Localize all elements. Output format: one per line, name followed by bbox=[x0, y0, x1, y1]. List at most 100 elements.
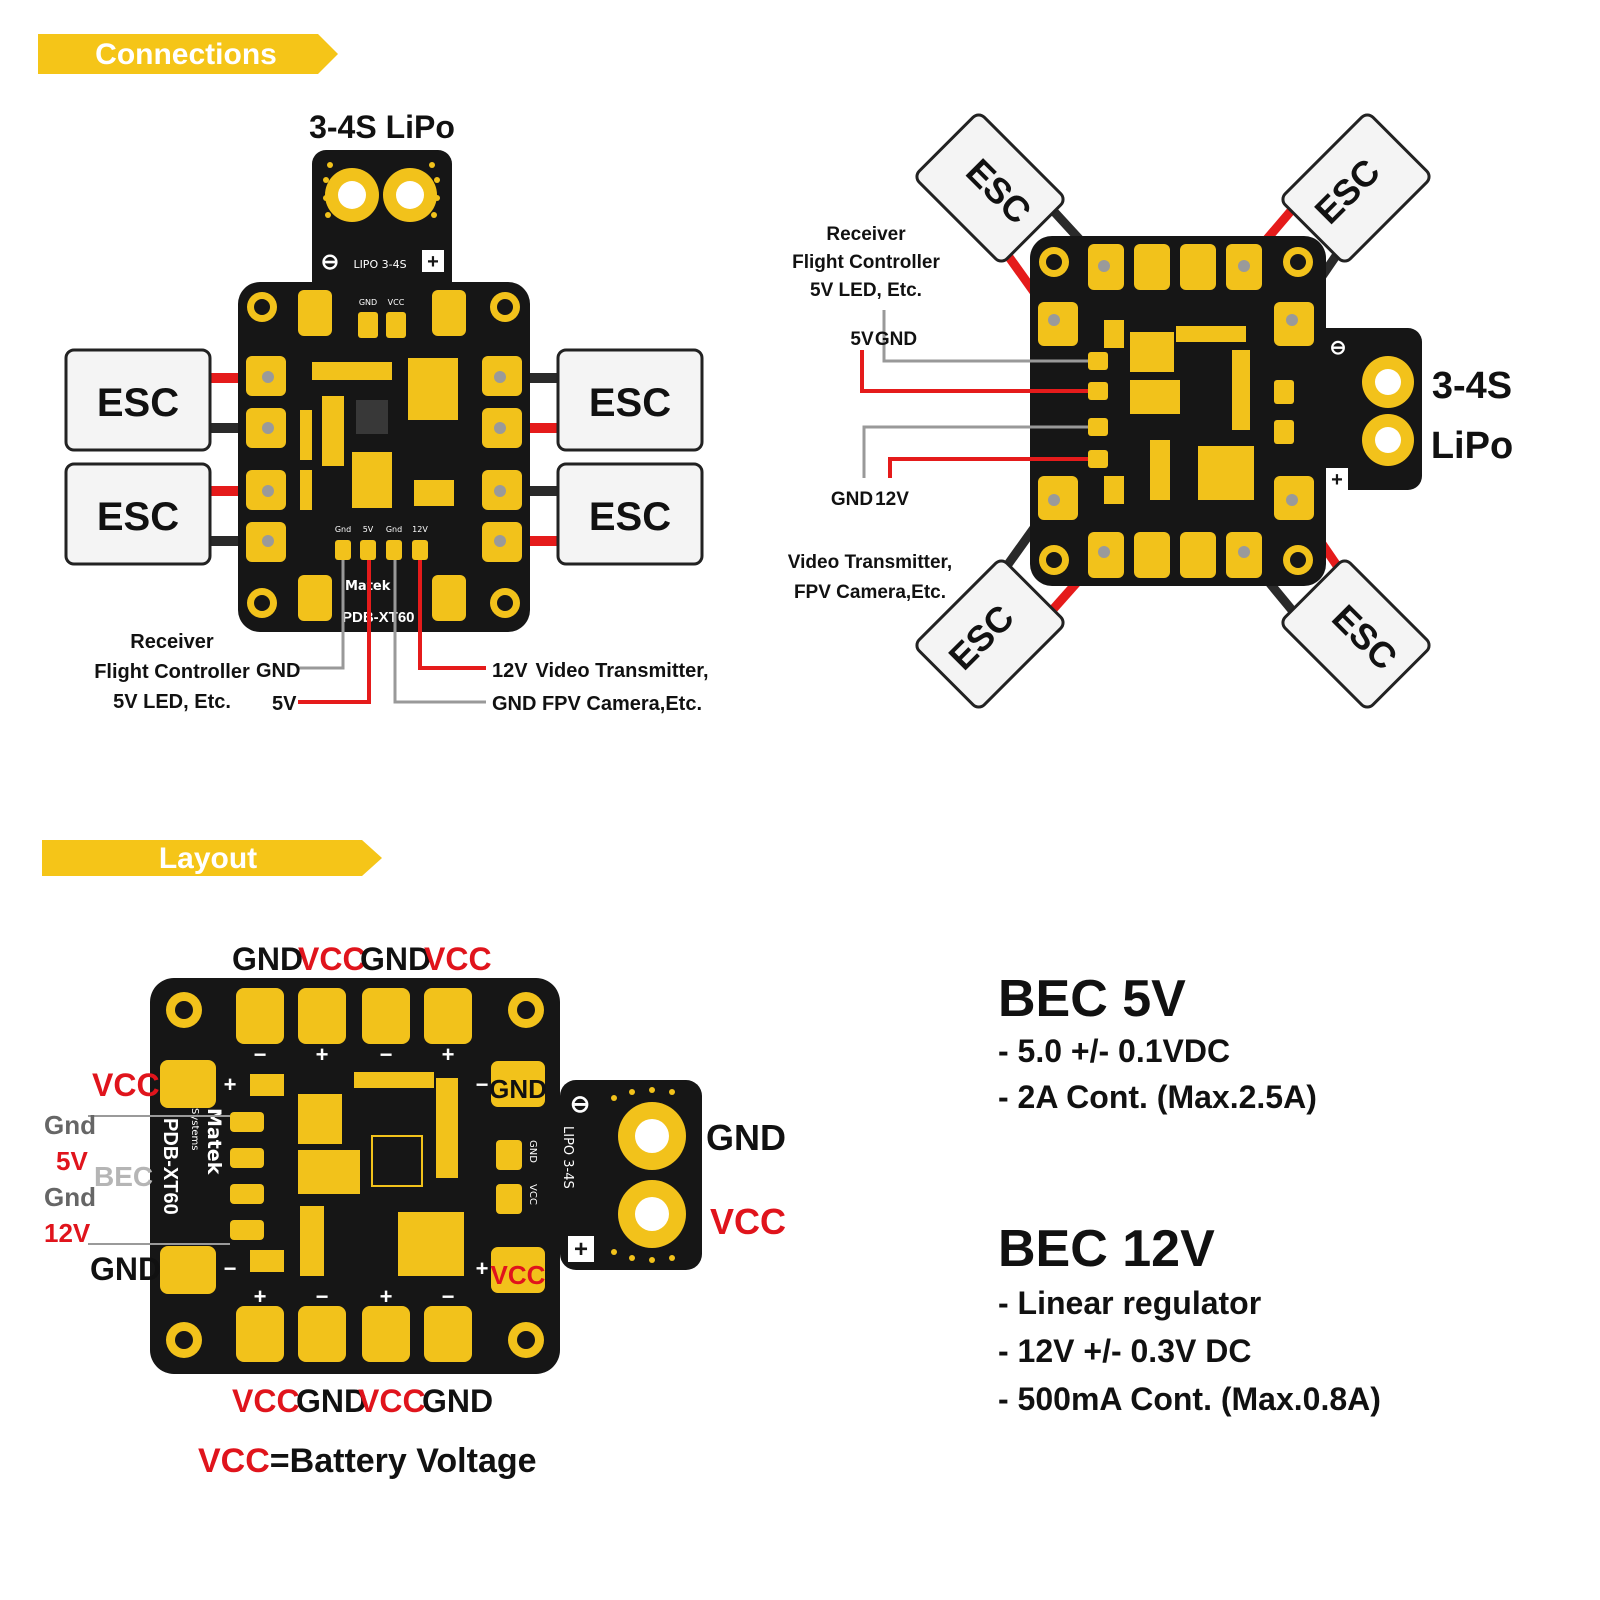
lipo-plus-mark: + bbox=[1331, 469, 1343, 491]
bec-label: BEC bbox=[94, 1161, 153, 1192]
caption-line: FPV Camera,Etc. bbox=[794, 582, 946, 603]
5v-label: 5V bbox=[272, 693, 297, 715]
bec12-spec-line: - Linear regulator bbox=[998, 1285, 1261, 1321]
connections-title: Connections bbox=[95, 38, 277, 71]
silk-5v: 5V bbox=[363, 525, 374, 534]
gnd-label: GND bbox=[831, 489, 873, 510]
bec5-title: BEC 5V bbox=[998, 970, 1186, 1028]
silk-gnd-b: Gnd bbox=[386, 525, 402, 534]
caption-line: 5V LED, Etc. bbox=[810, 280, 922, 301]
top-label-vcc: VCC bbox=[298, 941, 366, 977]
lipo-plus-box bbox=[1326, 468, 1348, 490]
polarity-plus: + bbox=[224, 1072, 237, 1097]
xt60-pads bbox=[1362, 356, 1414, 466]
esc-boxes-right bbox=[915, 113, 1431, 709]
connections-right-diagram: ⊖ + bbox=[788, 113, 1513, 709]
esc-boxes-left bbox=[64, 348, 704, 566]
connections-banner: Connections bbox=[38, 34, 338, 74]
12v-label: 12V bbox=[875, 489, 909, 510]
silk-12v: 12V bbox=[412, 525, 428, 534]
caption-line: Receiver bbox=[826, 224, 906, 245]
caption-line: 5V LED, Etc. bbox=[113, 691, 231, 713]
polarity-marks: − + − + + − + − + − − + bbox=[224, 1042, 489, 1309]
lipo-plus-box bbox=[568, 1236, 594, 1262]
layout-banner: Layout bbox=[42, 840, 382, 876]
mounting-holes bbox=[247, 292, 520, 618]
gnd-label-2: GND bbox=[492, 693, 536, 715]
lipo-tab bbox=[312, 150, 452, 300]
bottom-label-gnd: GND bbox=[422, 1383, 493, 1419]
caption-line: Flight Controller bbox=[94, 661, 250, 683]
polarity-minus: − bbox=[380, 1042, 393, 1067]
caption-line: Video Transmitter, bbox=[535, 660, 708, 682]
layout-title: Layout bbox=[159, 842, 257, 875]
top-label-gnd: GND bbox=[232, 941, 303, 977]
lipo-title: 3-4S bbox=[1432, 365, 1512, 407]
silk-gnd: GND bbox=[527, 1140, 538, 1163]
right-vcc-label: VCC bbox=[710, 1201, 786, 1242]
lipo-silk-text: LIPO 3-4S bbox=[560, 1126, 575, 1189]
bottom-label-vcc: VCC bbox=[232, 1383, 300, 1419]
bottom-label-gnd: GND bbox=[296, 1383, 367, 1419]
12v-label: 12V bbox=[492, 660, 528, 682]
polarity-plus: + bbox=[442, 1042, 455, 1067]
pad-gnd-label: GND bbox=[489, 1074, 547, 1104]
bec-pin-12v: 12V bbox=[44, 1218, 91, 1248]
5v-label: 5V bbox=[850, 329, 874, 350]
right-gnd-label: GND bbox=[706, 1117, 786, 1158]
silk-vcc: VCC bbox=[388, 298, 405, 307]
gnd-label: GND bbox=[875, 329, 917, 350]
brand-sub: Systems bbox=[189, 1108, 200, 1151]
lipo-plus-mark: + bbox=[427, 251, 439, 273]
left-vcc-label: VCC bbox=[92, 1067, 160, 1103]
top-label-vcc: VCC bbox=[424, 941, 492, 977]
polarity-minus: − bbox=[316, 1284, 329, 1309]
polarity-plus: + bbox=[254, 1284, 267, 1309]
polarity-minus: − bbox=[224, 1256, 237, 1281]
brand-name: Matek bbox=[203, 1108, 225, 1175]
caption-line: Video Transmitter, bbox=[788, 552, 952, 573]
polarity-minus: − bbox=[254, 1042, 267, 1067]
lipo-plus-box bbox=[422, 250, 444, 272]
lipo-minus-mark: ⊖ bbox=[321, 249, 339, 274]
gnd-label: GND bbox=[256, 660, 300, 682]
bec12-spec-line: - 500mA Cont. (Max.0.8A) bbox=[998, 1381, 1381, 1417]
polarity-plus: + bbox=[316, 1042, 329, 1067]
silk-gnd-a: Gnd bbox=[335, 525, 351, 534]
lipo-plus-mark: + bbox=[574, 1236, 588, 1263]
caption-line: Flight Controller bbox=[792, 252, 940, 273]
esc-label: ESC bbox=[589, 495, 671, 539]
esc-label: ESC bbox=[589, 381, 671, 425]
footnote-vcc: VCC bbox=[198, 1442, 270, 1480]
layout-diagram: ⊖ + bbox=[44, 941, 786, 1480]
bottom-label-vcc: VCC bbox=[358, 1383, 426, 1419]
pad-contacts bbox=[1048, 260, 1298, 558]
top-label-gnd: GND bbox=[360, 941, 431, 977]
bec12-spec-line: - 12V +/- 0.3V DC bbox=[998, 1333, 1251, 1369]
bec-pin-5v: 5V bbox=[56, 1146, 88, 1176]
solder-pads bbox=[160, 988, 546, 1362]
bec5-spec-line: - 5.0 +/- 0.1VDC bbox=[998, 1033, 1230, 1069]
lipo-minus-mark: ⊖ bbox=[1330, 337, 1347, 359]
polarity-minus: − bbox=[476, 1072, 489, 1097]
caption-line: Receiver bbox=[130, 631, 214, 653]
polarity-plus: + bbox=[476, 1256, 489, 1281]
mounting-holes bbox=[166, 992, 544, 1358]
pad-vcc-label: VCC bbox=[491, 1260, 546, 1290]
left-gnd-label: GND bbox=[90, 1251, 161, 1287]
bec-pin-gnd: Gnd bbox=[44, 1182, 96, 1212]
vcc-footnote: VCC=Battery Voltage bbox=[198, 1442, 537, 1480]
xt60-pads bbox=[611, 1087, 686, 1263]
connections-left-diagram: ⊖ LIPO 3-4S + bbox=[64, 109, 709, 715]
lipo-minus-mark: ⊖ bbox=[570, 1091, 590, 1118]
model-name: PDB-XT60 bbox=[159, 1118, 181, 1215]
specs-panel: BEC 5V - 5.0 +/- 0.1VDC - 2A Cont. (Max.… bbox=[998, 970, 1381, 1417]
lipo-silk-text: LIPO 3-4S bbox=[353, 258, 406, 271]
esc-label: ESC bbox=[97, 495, 179, 539]
footnote-rest: =Battery Voltage bbox=[270, 1442, 537, 1480]
polarity-plus: + bbox=[380, 1284, 393, 1309]
caption-line: FPV Camera,Etc. bbox=[542, 693, 702, 715]
bec-leader-lines bbox=[88, 1115, 230, 1245]
bec-wires-right bbox=[860, 310, 1088, 478]
